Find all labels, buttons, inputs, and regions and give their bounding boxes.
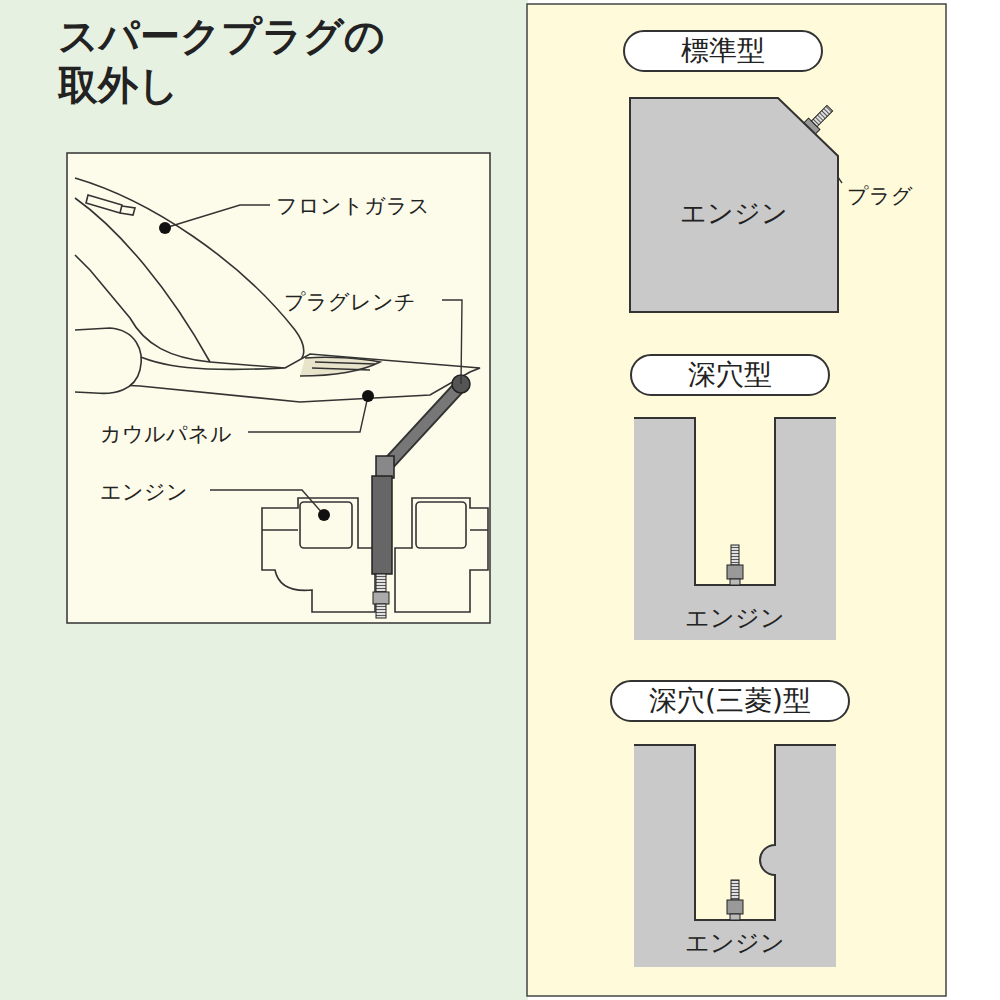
car-drawing	[75, 178, 488, 612]
part-label: エンジン	[100, 478, 188, 506]
engine-label: エンジン	[634, 745, 836, 959]
leader-dots	[159, 222, 374, 521]
part-label: プラグレンチ	[284, 288, 416, 316]
type-heading: 深穴(三菱)型	[610, 680, 850, 722]
right-panel	[527, 4, 946, 996]
engine-section: エンジン	[634, 418, 836, 640]
type-heading: 深穴型	[630, 354, 830, 396]
part-label: フロントガラス	[276, 192, 430, 220]
engine-label: エンジン	[628, 96, 840, 231]
title: スパークプラグの 取外し	[58, 12, 398, 110]
type-heading: 標準型	[623, 30, 823, 72]
illustration-frame	[67, 153, 490, 623]
spark-plug	[727, 545, 743, 585]
left-ground	[0, 0, 528, 1000]
spark-plug	[727, 880, 743, 920]
part-label: カウルパネル	[100, 420, 232, 448]
part-label: プラグ	[847, 182, 913, 210]
plug-wrench	[372, 375, 470, 618]
engine-section: エンジン	[634, 745, 836, 967]
type-name: 深穴(三菱)型	[649, 682, 811, 720]
type-name: 標準型	[681, 32, 765, 70]
type-name: 深穴型	[688, 356, 772, 394]
engine-section: エンジン	[628, 96, 840, 314]
engine-label: エンジン	[634, 418, 836, 634]
